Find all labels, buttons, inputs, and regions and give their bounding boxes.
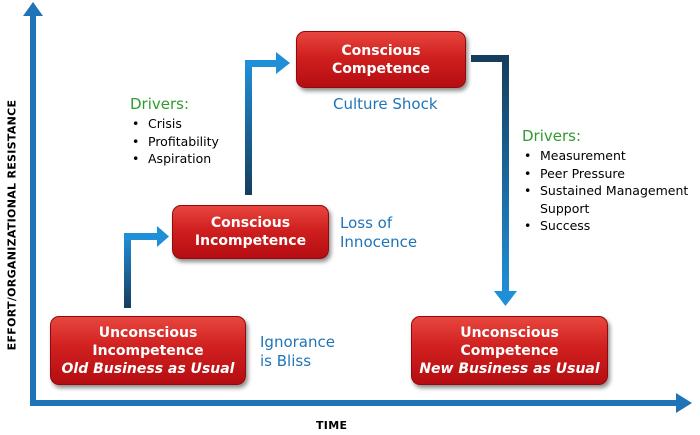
caption-line: Loss of (340, 214, 393, 232)
driver-item: Success (522, 217, 688, 235)
stage-line: Incompetence (92, 342, 204, 359)
drivers-right-list: Measurement Peer Pressure Sustained Mana… (522, 147, 688, 235)
y-axis (23, 2, 43, 406)
stage-unconscious-competence: Unconscious Competence New Business as U… (411, 316, 608, 385)
stage-line: Competence (460, 342, 559, 359)
driver-item: Aspiration (130, 150, 219, 168)
stage-subtitle: Old Business as Usual (61, 360, 235, 377)
stage-line: Unconscious (98, 324, 198, 341)
stage-conscious-competence: Conscious Competence (296, 31, 466, 88)
stage-line: Conscious (341, 42, 421, 59)
drivers-left: Drivers: Crisis Profitability Aspiration (130, 95, 219, 168)
stage-line: Incompetence (194, 233, 307, 249)
x-axis-label: TIME (316, 419, 348, 432)
x-axis (30, 393, 692, 413)
arrow-to-unconscious-competence (471, 55, 517, 306)
caption-line: Innocence (340, 233, 418, 251)
drivers-right-title: Drivers: (522, 127, 582, 145)
drivers-left-title: Drivers: (130, 95, 190, 113)
drivers-right: Drivers: Measurement Peer Pressure Susta… (522, 127, 688, 235)
stage-line: Unconscious (460, 324, 559, 341)
caption-line: Ignorance (260, 333, 335, 351)
arrow-to-conscious-incompetence (124, 226, 169, 308)
caption-ignorance-is-bliss: Ignorance is Bliss (260, 333, 335, 371)
driver-item-continuation: Support (540, 200, 590, 216)
caption-loss-of-innocence: Loss of Innocence (340, 214, 417, 252)
caption-culture-shock: Culture Shock (333, 95, 438, 113)
driver-item: Sustained Management (522, 182, 688, 200)
drivers-left-list: Crisis Profitability Aspiration (130, 115, 219, 168)
stage-conscious-incompetence: Conscious Incompetence (172, 205, 329, 259)
stage-line: Conscious (210, 215, 291, 231)
driver-item: Measurement (522, 147, 688, 165)
driver-item: Peer Pressure (522, 165, 688, 183)
arrow-to-conscious-competence (245, 52, 290, 195)
stage-line: Competence (332, 60, 430, 77)
stage-subtitle: New Business as Usual (419, 360, 600, 377)
y-axis-label: EFFORT/ORGANIZATIONAL RESISTANCE (5, 99, 19, 351)
driver-item: Crisis (130, 115, 219, 133)
caption-line: is Bliss (260, 352, 312, 370)
driver-item: Profitability (130, 133, 219, 151)
stage-unconscious-incompetence: Unconscious Incompetence Old Business as… (50, 316, 246, 385)
